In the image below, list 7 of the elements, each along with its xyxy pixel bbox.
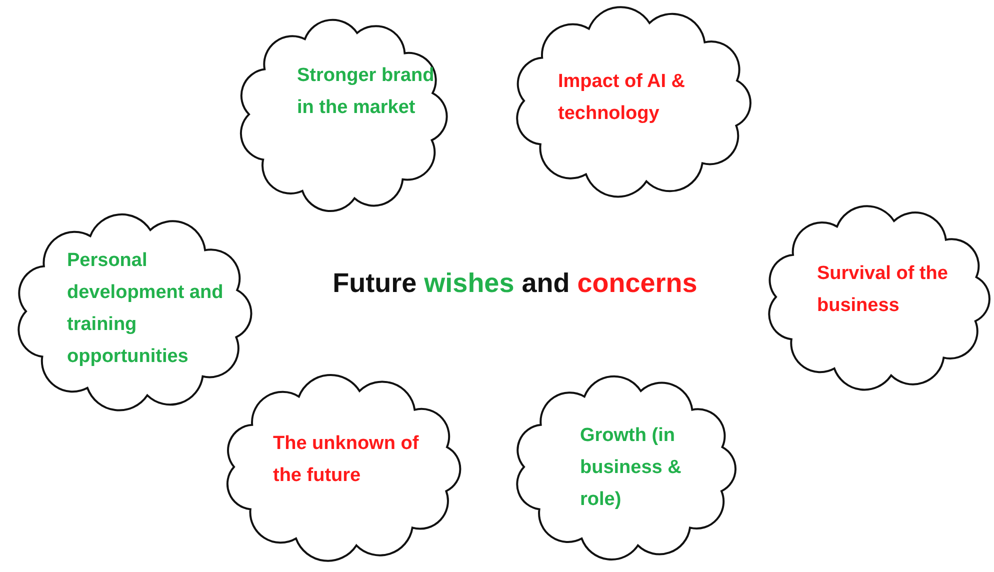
cloud-text: Stronger brand in the market [297, 64, 436, 120]
cloud-text: The unknown of the future [273, 432, 420, 488]
cloud-text: Survival of the business [817, 262, 949, 318]
cloud-text: Impact of AI & technology [558, 70, 686, 126]
diagram-title: Future wishes and concerns [332, 268, 698, 299]
cloud-text: Growth (in business & role) [580, 424, 682, 512]
cloud-text: Personal development and training opportunities [67, 249, 224, 369]
